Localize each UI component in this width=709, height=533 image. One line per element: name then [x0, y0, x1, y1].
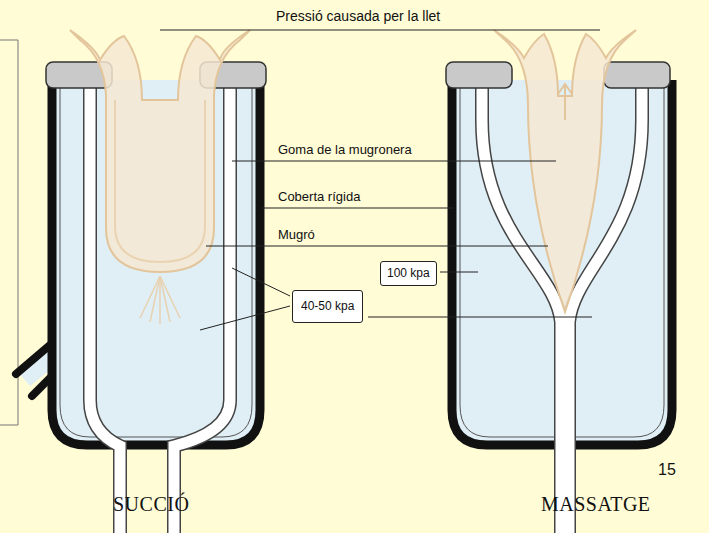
- pressure-value: 40-50 kpa: [301, 299, 354, 314]
- pressure-box: 100 kpa: [380, 261, 437, 286]
- page-number: 15: [658, 462, 676, 478]
- part-label: Pressió causada per la llet: [276, 8, 440, 24]
- suction-cup: [16, 30, 266, 533]
- part-label: Coberta rígida: [278, 189, 360, 205]
- leader-lines: [160, 30, 600, 330]
- part-label: Mugró: [278, 227, 315, 243]
- frame-edge: [0, 40, 18, 425]
- pressure-box: 40-50 kpa: [292, 290, 363, 323]
- part-label: Goma de la mugronera: [278, 142, 412, 158]
- panel-title: SUCCIÓ: [113, 492, 189, 516]
- panel-title: MASSATGE: [541, 492, 651, 516]
- pressure-value: 100 kpa: [387, 266, 430, 281]
- massage-cup: [446, 30, 672, 533]
